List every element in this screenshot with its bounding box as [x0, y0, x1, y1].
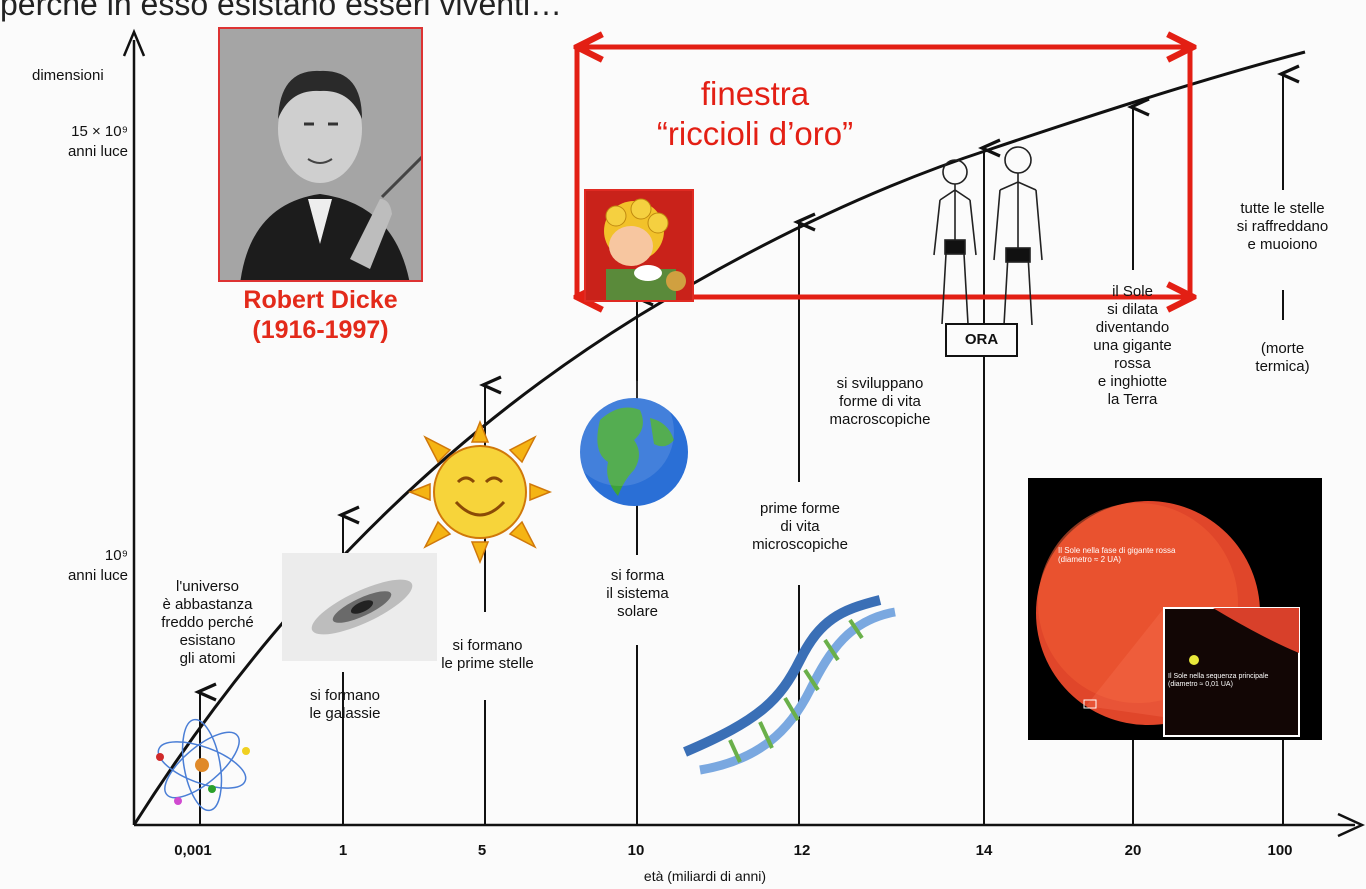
window-title: finestra “riccioli d’oro” [600, 74, 910, 154]
event-redgiant-line: la Terra [1107, 391, 1158, 408]
event-death-note: (morte termica) [1230, 340, 1335, 376]
now-marker: ORA [945, 323, 1018, 357]
event-solar-line: si forma [610, 567, 665, 584]
event-macro-line: si sviluppano [836, 375, 924, 392]
atom-icon [156, 718, 250, 812]
x-tick: 12 [793, 842, 811, 859]
dna-icon [683, 595, 896, 775]
x-axis-title: età (miliardi di anni) [643, 868, 767, 884]
red-giant-caption-line2: (diametro ≈ 2 UA) [1058, 555, 1122, 564]
x-tick: 1 [338, 842, 348, 859]
page-heading: perché in esso esistano esseri viventi… [0, 0, 563, 22]
event-death-note-line: (morte [1260, 340, 1305, 357]
event-micro-line: di vita [780, 518, 820, 535]
robert-dicke-photo [218, 27, 423, 282]
humans-icon [933, 146, 1043, 326]
event-stars-label: si formano le prime stelle [420, 637, 555, 673]
main-sequence-caption-line2: (diametro ≈ 0,01 UA) [1168, 681, 1233, 688]
dicke-years: (1916-1997) [252, 316, 389, 344]
y-axis-arrowhead [122, 28, 146, 57]
event-macro-line: macroscopiche [829, 411, 931, 428]
x-tick: 14 [975, 842, 993, 859]
event-redgiant-line: diventando [1095, 319, 1170, 336]
event-macro-line: forme di vita [839, 393, 921, 410]
y-label-top-value: 15 × 10⁹ [71, 123, 128, 140]
main-sequence-caption: Il Sole nella sequenza principale (diame… [1168, 673, 1268, 689]
event-atoms-label: l'universo è abbastanza freddo perché es… [140, 578, 275, 668]
event-death-line: tutte le stelle [1240, 200, 1325, 217]
window-title-line1: finestra [700, 75, 810, 112]
main-sequence-caption-line1: Il Sole nella sequenza principale [1168, 673, 1269, 680]
y-label-mid-unit: anni luce [67, 567, 128, 584]
event-atoms-line: esistano [179, 632, 236, 649]
event-redgiant-line: il Sole [1112, 283, 1153, 300]
event-solar-label: si forma il sistema solare [580, 567, 695, 621]
goldilocks-image [584, 189, 694, 302]
event-micro-line: prime forme [759, 500, 841, 517]
y-label-mid-value: 10⁹ [104, 547, 128, 564]
red-giant-caption: Il Sole nella fase di gigante rossa (dia… [1058, 546, 1175, 564]
event-stars-line: si formano [452, 637, 523, 654]
sun-icon [407, 419, 553, 565]
event-death-note-line: termica) [1255, 358, 1310, 375]
event-micro-label: prime forme di vita microscopiche [730, 500, 870, 554]
event-stars-line: le prime stelle [441, 655, 534, 672]
x-axis-arrowhead [1337, 812, 1366, 838]
event-redgiant-line: e inghiotte [1097, 373, 1168, 390]
event-redgiant-line: una gigante [1093, 337, 1172, 354]
event-atoms-line: freddo perché [161, 614, 254, 631]
dicke-caption: Robert Dicke (1916-1997) [198, 285, 443, 345]
event-solar-line: il sistema [606, 585, 669, 602]
x-tick: 10 [627, 842, 645, 859]
event-galaxies-line: si formano [309, 687, 381, 704]
event-micro-line: microscopiche [752, 536, 848, 553]
galaxy-image [282, 553, 437, 661]
event-galaxies-line: le galassie [309, 705, 381, 722]
x-tick: 0,001 [174, 842, 212, 859]
x-tick: 100 [1267, 842, 1293, 859]
event-atoms-line: gli atomi [179, 650, 236, 667]
y-label-top-unit: anni luce [67, 143, 128, 160]
event-atoms-line: l'universo [176, 578, 239, 595]
event-death-line: si raffreddano [1236, 218, 1329, 235]
red-giant-image: Il Sole nella fase di gigante rossa (dia… [1028, 478, 1322, 740]
x-tick: 20 [1124, 842, 1142, 859]
event-death-label: tutte le stelle si raffreddano e muoiono [1210, 200, 1355, 254]
event-death-line: e muoiono [1247, 236, 1318, 253]
event-redgiant-line: rossa [1114, 355, 1151, 372]
y-axis-title: dimensioni [32, 67, 104, 84]
dicke-name: Robert Dicke [243, 286, 398, 314]
event-redgiant-label: il Sole si dilata diventando una gigante… [1070, 283, 1195, 409]
event-solar-line: solare [617, 603, 658, 620]
earth-icon [566, 378, 688, 506]
event-redgiant-line: si dilata [1107, 301, 1158, 318]
event-atoms-line: è abbastanza [162, 596, 253, 613]
red-giant-caption-line1: Il Sole nella fase di gigante rossa [1058, 546, 1176, 555]
event-galaxies-label: si formano le galassie [290, 687, 400, 723]
window-title-line2: “riccioli d’oro” [656, 115, 854, 152]
x-tick: 5 [477, 842, 487, 859]
event-macro-label: si sviluppano forme di vita macroscopich… [800, 375, 960, 429]
